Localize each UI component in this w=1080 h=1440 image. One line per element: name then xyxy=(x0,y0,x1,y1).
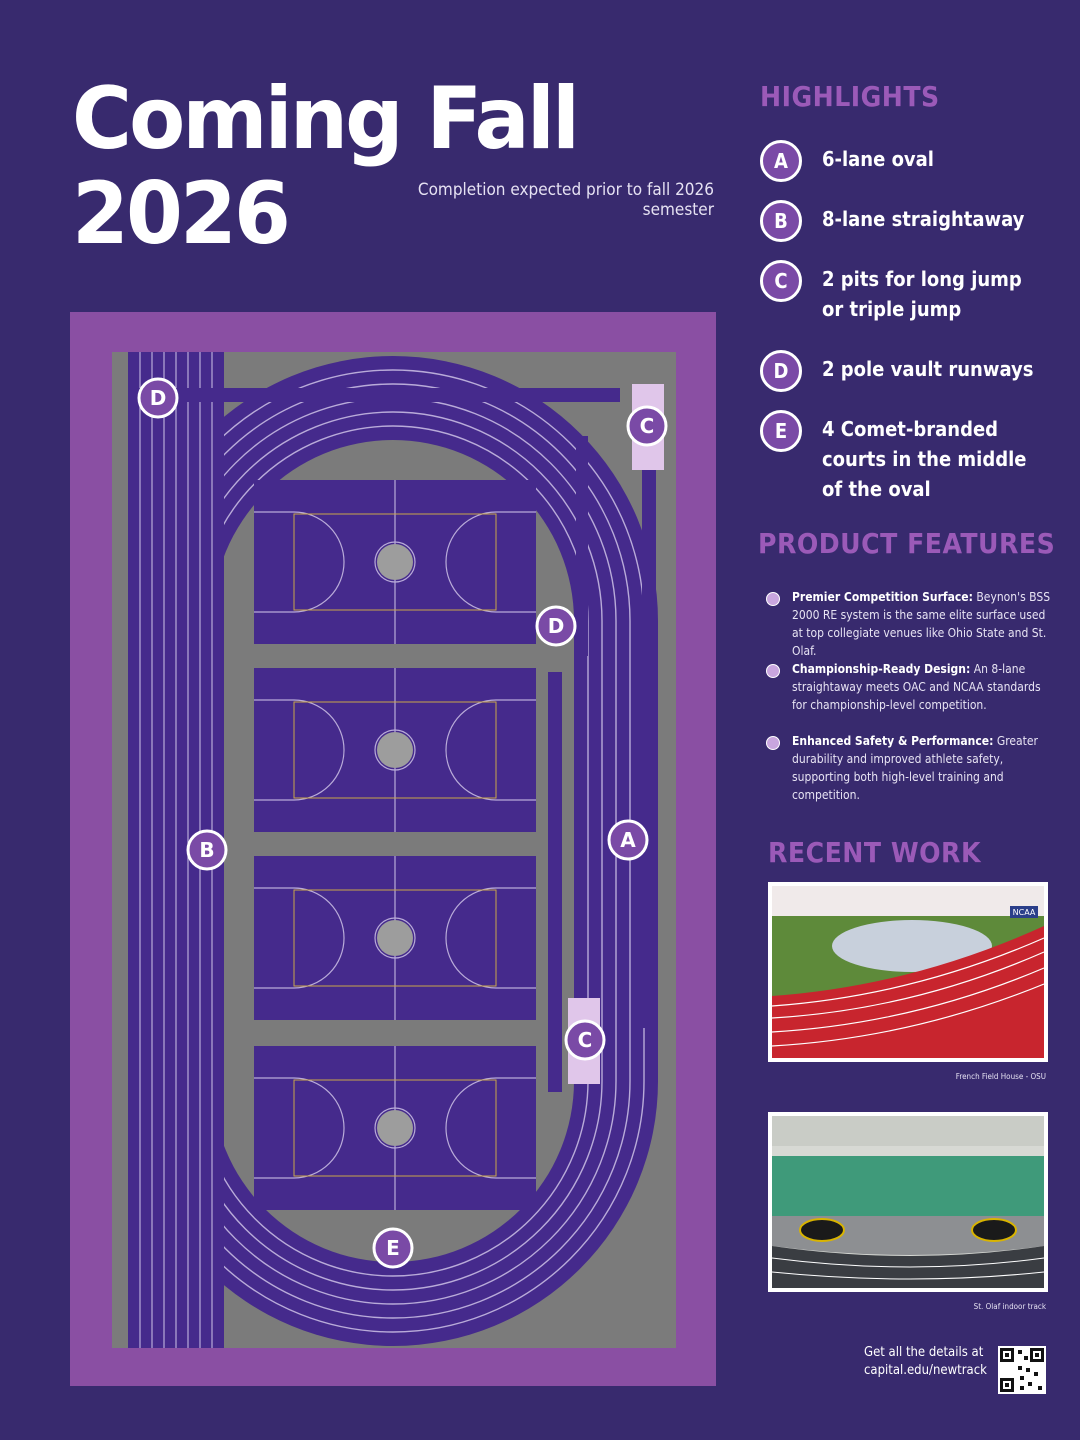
feature-text: An 8-lane straightaway meets OAC and NCA… xyxy=(792,662,1041,712)
cta-text: Get all the details at capital.edu/newtr… xyxy=(864,1344,987,1380)
svg-text:A: A xyxy=(620,828,636,852)
highlight-text: 8-lane straightaway xyxy=(822,207,1025,231)
feature-item: Championship-Ready Design: An 8-lane str… xyxy=(766,660,1056,714)
badge-d: D xyxy=(760,350,802,392)
cta-link[interactable]: capital.edu/newtrack xyxy=(864,1363,987,1378)
plan-badge-c-top: C xyxy=(626,405,668,447)
feature-title: Premier Competition Surface: xyxy=(792,590,973,604)
feature-item: Enhanced Safety & Performance: Greater d… xyxy=(766,732,1056,804)
svg-text:B: B xyxy=(199,838,214,862)
highlight-text: 2 pole vault runways xyxy=(822,357,1034,381)
photo-osu-field-house: NCAA xyxy=(768,882,1048,1062)
plan-badge-e: E xyxy=(372,1227,414,1269)
plan-badge-d-top: D xyxy=(137,377,179,419)
badge-e: E xyxy=(760,410,802,452)
page-subtitle: Completion expected prior to fall 2026 s… xyxy=(417,180,714,220)
recent-work-heading: RECENT WORK xyxy=(768,836,981,869)
highlight-text: 2 pits for long jump or triple jump xyxy=(822,267,1022,321)
bullet-icon xyxy=(766,664,780,678)
svg-text:D: D xyxy=(150,386,167,410)
page-title: Coming Fall 2026 xyxy=(72,69,580,264)
bullet-icon xyxy=(766,736,780,750)
svg-text:C: C xyxy=(578,1028,593,1052)
plan-badge-c-bottom: C xyxy=(564,1019,606,1061)
badge-b: B xyxy=(760,200,802,242)
feature-title: Enhanced Safety & Performance: xyxy=(792,734,994,748)
feature-item: Premier Competition Surface: Beynon's BS… xyxy=(766,588,1056,660)
highlight-item-b: B 8-lane straightaway xyxy=(760,200,1060,242)
track-site-plan: D C D B A C E xyxy=(70,312,716,1386)
highlight-text: 6-lane oval xyxy=(822,147,934,171)
svg-text:C: C xyxy=(640,414,655,438)
photo-st-olaf-track xyxy=(768,1112,1048,1292)
svg-text:E: E xyxy=(386,1236,400,1260)
features-heading: PRODUCT FEATURES xyxy=(758,527,1056,560)
photo-caption: French Field House - OSU xyxy=(955,1072,1046,1081)
plan-badge-a: A xyxy=(607,819,649,861)
qr-code-icon[interactable] xyxy=(998,1346,1046,1394)
feature-text: Beynon's BSS 2000 RE system is the same … xyxy=(792,590,1051,658)
bullet-icon xyxy=(766,592,780,606)
feature-title: Championship-Ready Design: xyxy=(792,662,971,676)
photo-caption: St. Olaf indoor track xyxy=(973,1302,1046,1311)
highlights-heading: HIGHLIGHTS xyxy=(760,80,940,113)
plan-badge-b: B xyxy=(186,829,228,871)
svg-text:NCAA: NCAA xyxy=(1013,908,1036,917)
highlight-item-d: D 2 pole vault runways xyxy=(760,350,1060,392)
badge-c: C xyxy=(760,260,802,302)
highlight-text: 4 Comet-branded courts in the middle of … xyxy=(822,417,1027,501)
plan-badge-d-right: D xyxy=(535,605,577,647)
feature-text: Greater durability and improved athlete … xyxy=(792,734,1038,802)
cta-line-1: Get all the details at xyxy=(864,1345,984,1360)
badge-a: A xyxy=(760,140,802,182)
highlight-item-a: A 6-lane oval xyxy=(760,140,1060,182)
svg-text:D: D xyxy=(548,614,565,638)
highlight-item-c: C 2 pits for long jump or triple jump xyxy=(760,260,1040,324)
highlight-item-e: E 4 Comet-branded courts in the middle o… xyxy=(760,410,1050,504)
